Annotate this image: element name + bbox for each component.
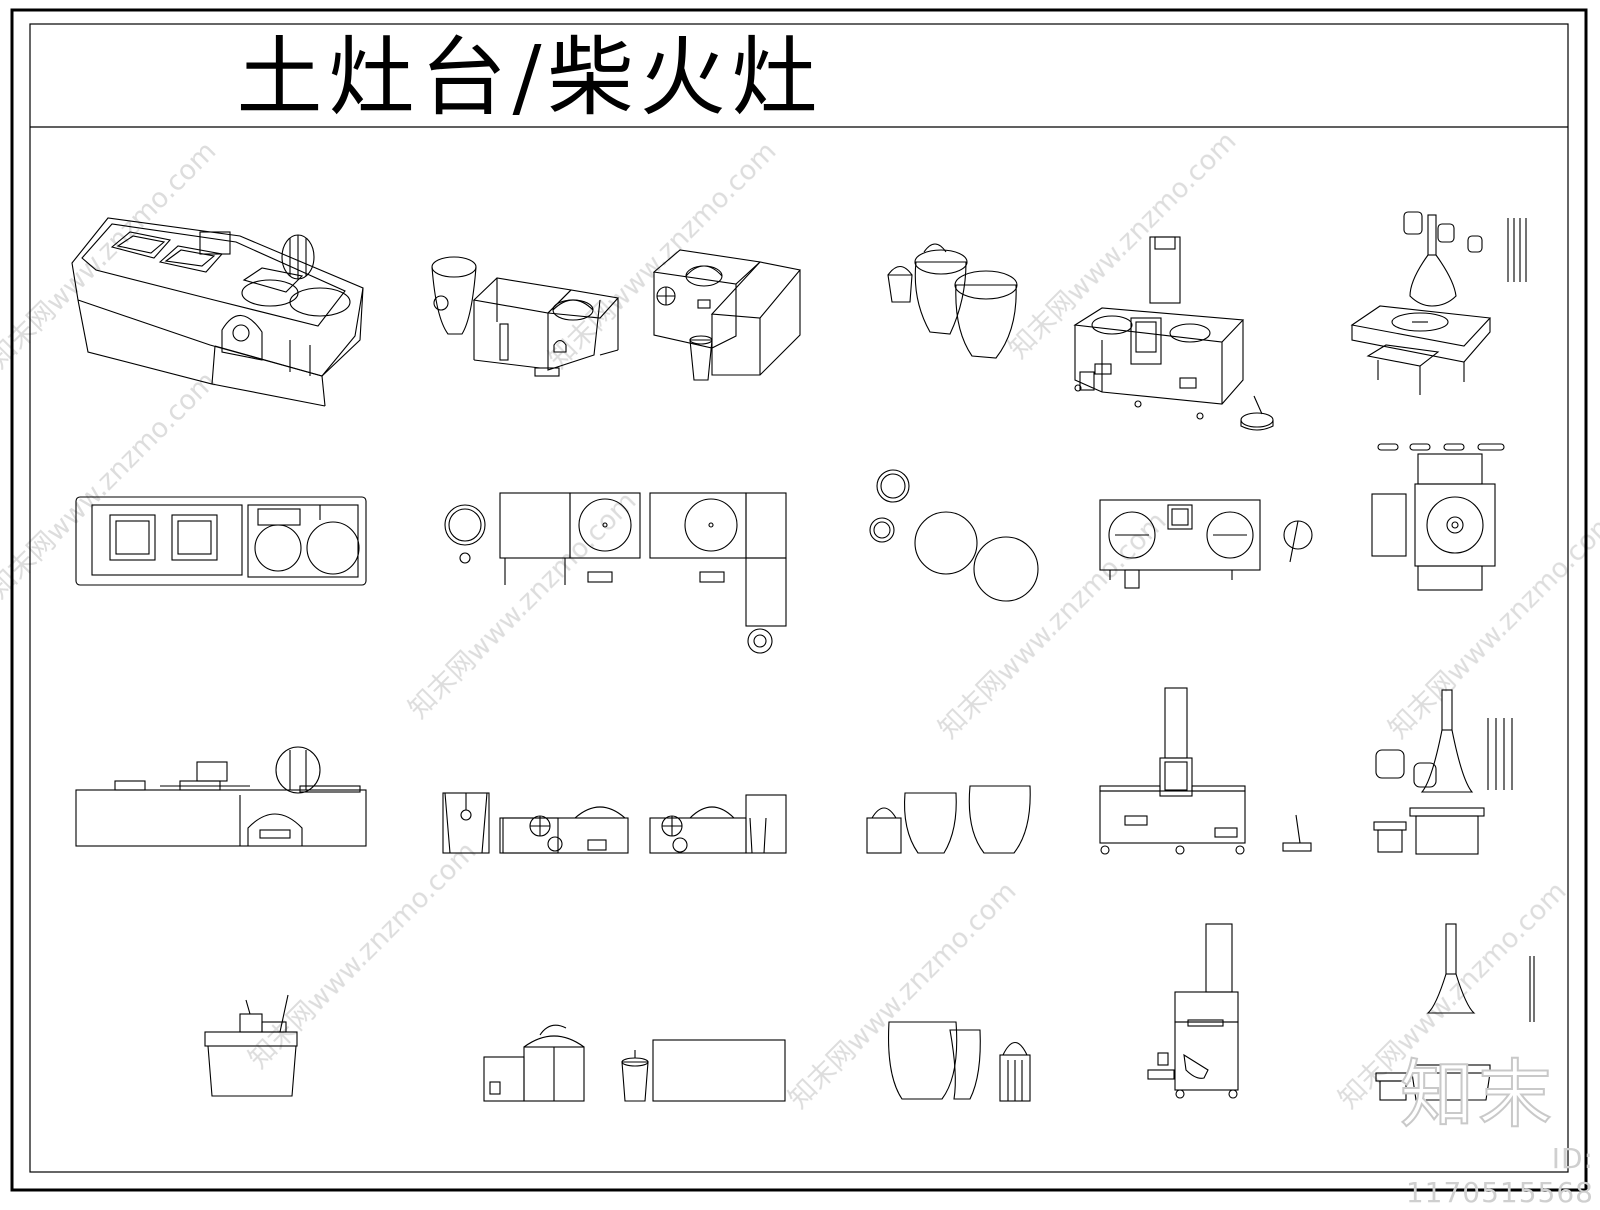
chimney-stove-cart-side-elevation (1147, 923, 1239, 1099)
hood-stove-isometric (1350, 211, 1527, 395)
brand-logo: 知末 (1399, 1051, 1556, 1139)
chimney-stove-cart-isometric (1073, 236, 1274, 431)
firewood-stove-unit-isometric-b (652, 249, 802, 381)
earth-stove-side-elevation (204, 994, 298, 1097)
watermark-text: 知末网www.znzmo.com (0, 366, 222, 605)
watermark-text: 知末网www.znzmo.com (403, 486, 642, 725)
firewood-stove-unit-isometric-a (431, 256, 620, 377)
watermark-text: 知末网www.znzmo.com (1003, 126, 1242, 365)
water-vats-side-elevation (888, 1021, 1031, 1102)
watermark-text: 知末网www.znzmo.com (933, 506, 1172, 745)
firewood-stove-unit-front-elevation (442, 792, 787, 854)
hood-stove-plan (1371, 443, 1505, 591)
earth-stove-front-elevation (75, 746, 367, 847)
page-title: 土灶台/柴火灶 (236, 28, 824, 128)
inner-frame (29, 23, 1569, 1173)
earth-stove-isometric (71, 217, 364, 407)
watermark-text: 知末网www.znzmo.com (783, 876, 1022, 1115)
watermark-text: 知末网www.znzmo.com (243, 836, 482, 1075)
earth-stove-plan (75, 496, 367, 586)
outer-frame (10, 8, 1588, 1192)
water-vats-plan (869, 469, 1039, 602)
watermark-text: 知末网www.znzmo.com (0, 136, 222, 375)
watermark-text: 知末网www.znzmo.com (543, 136, 782, 375)
firewood-stove-unit-side-elevation (483, 1024, 786, 1102)
hood-stove-side-elevation (1375, 923, 1535, 1101)
hood-stove-front-elevation (1373, 689, 1513, 855)
firewood-stove-unit-plan (444, 492, 787, 654)
water-vats-front-elevation (866, 785, 1031, 854)
chimney-stove-cart-plan (1099, 499, 1313, 589)
chimney-stove-cart-front-elevation (1099, 687, 1312, 855)
water-vats-isometric (887, 243, 1018, 359)
